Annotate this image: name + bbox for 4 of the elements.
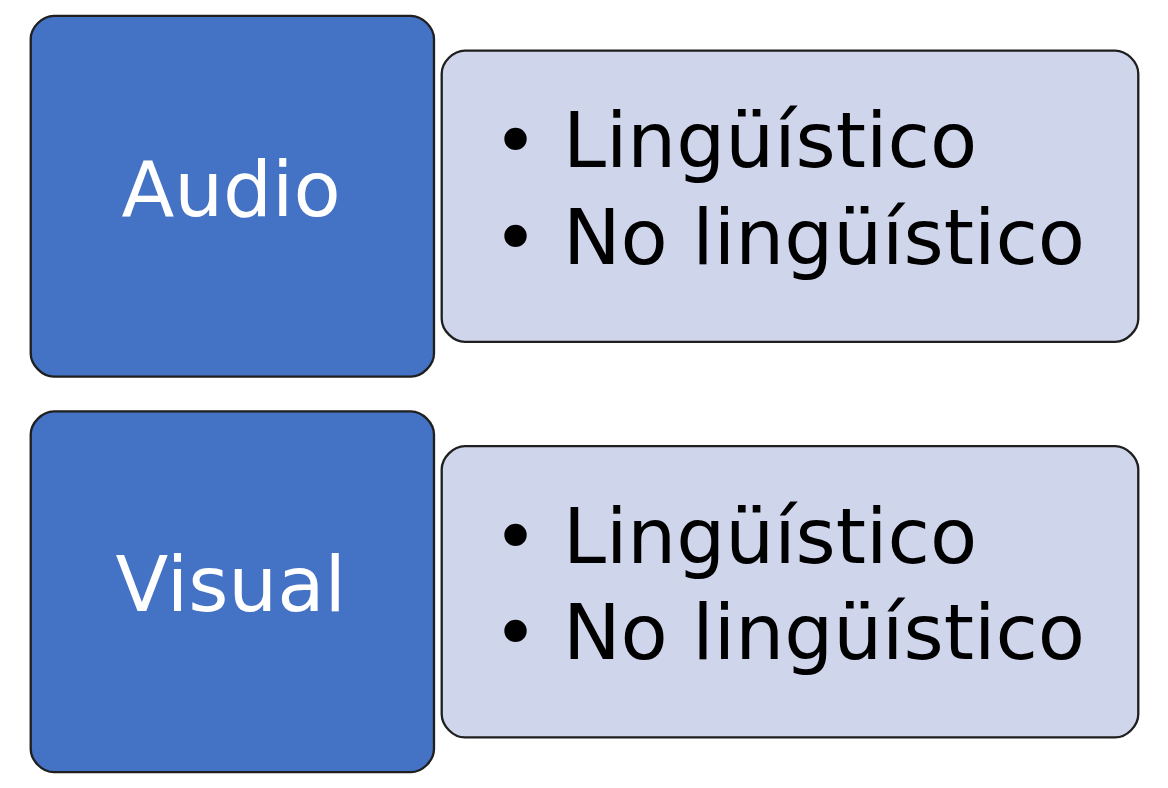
node-box: Visual [29, 410, 435, 774]
node-box: • Lingüístico • No lingüístico [440, 49, 1139, 344]
node-box: • Lingüístico • No lingüístico [440, 444, 1139, 739]
node-box: Audio [29, 14, 435, 378]
